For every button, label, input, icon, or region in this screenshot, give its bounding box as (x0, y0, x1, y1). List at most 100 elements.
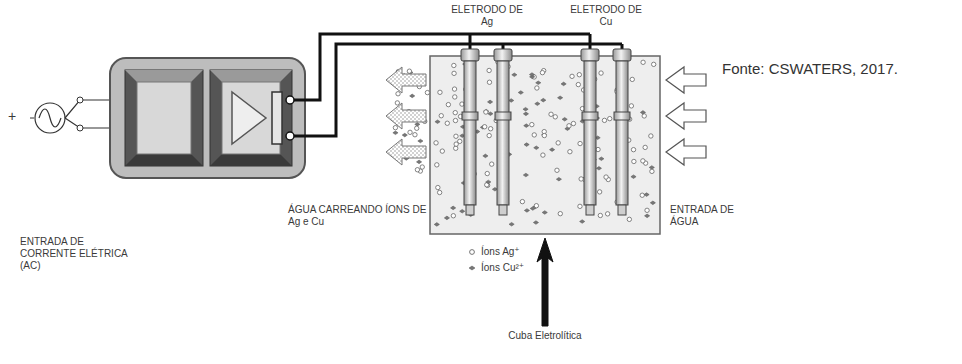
electrode-collar (495, 112, 511, 120)
electrode-cap (461, 49, 479, 61)
silver-ion (605, 212, 609, 216)
silver-ion (489, 162, 493, 166)
copper-ion (418, 139, 423, 143)
silver-ion (454, 142, 458, 146)
silver-ion (535, 86, 539, 90)
terminal (77, 97, 83, 103)
copper-ion (524, 143, 529, 147)
electrode-rod (616, 61, 628, 205)
ac-circle (35, 103, 65, 133)
silver-ion (435, 163, 439, 167)
silver-ion (487, 133, 491, 137)
silver-ion (452, 63, 456, 67)
electrode-rod (464, 61, 476, 205)
amplifier-symbol (232, 92, 266, 144)
silver-ion (542, 133, 546, 137)
copper-ion (410, 94, 415, 98)
silver-ion (631, 147, 635, 151)
silver-ion (627, 217, 631, 221)
silver-ion (415, 168, 419, 172)
electrode-tip (499, 205, 507, 215)
silver-ion (395, 101, 399, 105)
copper-ion (451, 206, 456, 210)
silver-ion (597, 190, 601, 194)
copper-ion (561, 82, 566, 86)
pointer-arrow (537, 238, 553, 326)
label: ENTRADA DE ÁGUA (670, 204, 748, 228)
bevel (125, 154, 203, 166)
silver-ion (482, 125, 486, 129)
silver-ion (520, 199, 524, 203)
silver-ion (446, 102, 450, 106)
copper-ion (556, 177, 561, 181)
copper-ion (402, 133, 407, 137)
silver-ion (608, 116, 612, 120)
bevel (210, 154, 292, 166)
bevel (125, 70, 203, 82)
label: Fonte: CSWATERS, 2017. (722, 60, 952, 78)
silver-ion (407, 69, 411, 73)
silver-ion (649, 134, 653, 138)
bevel (210, 70, 292, 82)
copper-ion (649, 166, 654, 170)
copper-ion (434, 223, 439, 227)
label: ÁGUA CARREANDO ÍONS DE Ag e Cu (288, 204, 428, 228)
silver-ion (453, 110, 457, 114)
silver-ion (420, 165, 424, 169)
housing (110, 58, 305, 178)
silver-ion (577, 73, 581, 77)
silver-ion (438, 90, 442, 94)
silver-ion (642, 114, 646, 118)
copper-ion (529, 73, 534, 77)
output-terminal (286, 132, 294, 140)
copper-ion (487, 100, 492, 104)
wire (469, 34, 472, 50)
silver-ion (532, 133, 536, 137)
legend-row: Íons Ag⁺ (468, 246, 520, 258)
copper-ion (650, 201, 655, 205)
copper-ion-sample (469, 266, 475, 270)
panel (137, 82, 191, 154)
silver-ion (570, 74, 574, 78)
copper-ion (523, 112, 528, 116)
power-supply (110, 58, 305, 178)
legend-text: Íons Cu²⁺ (481, 262, 524, 274)
silver-ion (413, 133, 417, 137)
silver-ion (484, 110, 488, 114)
silver-ion (415, 126, 419, 130)
silver-ion (578, 204, 582, 208)
silver-ion (558, 211, 562, 215)
copper-ion (534, 146, 539, 150)
electrode-tip (586, 205, 594, 215)
silver-ion (645, 208, 649, 212)
legend-text: Íons Ag⁺ (481, 246, 520, 258)
legend-sample (468, 264, 476, 272)
copper-ion (518, 91, 523, 95)
silver-ion (396, 92, 400, 96)
lead (30, 118, 34, 119)
label: Cuba Eletrolítica (495, 330, 595, 342)
copper-ion (416, 160, 421, 164)
inflow-arrow (666, 139, 706, 165)
silver-ion (579, 177, 583, 181)
silver-ion (530, 122, 534, 126)
copper-ion (533, 221, 538, 225)
copper-ion (558, 96, 563, 100)
label: ELETRODO DE Cu (566, 4, 646, 28)
copper-ion (486, 180, 491, 184)
silver-ion (602, 118, 606, 122)
silver-ion (487, 80, 491, 84)
silver-ion (451, 214, 455, 218)
silver-ion (641, 159, 645, 163)
ions (393, 60, 656, 226)
silver-ion (436, 185, 440, 189)
silver-ion (445, 121, 449, 125)
silver-ion (452, 71, 456, 75)
silver-ion (578, 141, 582, 145)
copper-ion (524, 124, 529, 128)
silver-ion (576, 82, 580, 86)
silver-ion-sample (470, 250, 475, 255)
silver-ion (453, 95, 457, 99)
silver-ion (640, 193, 644, 197)
